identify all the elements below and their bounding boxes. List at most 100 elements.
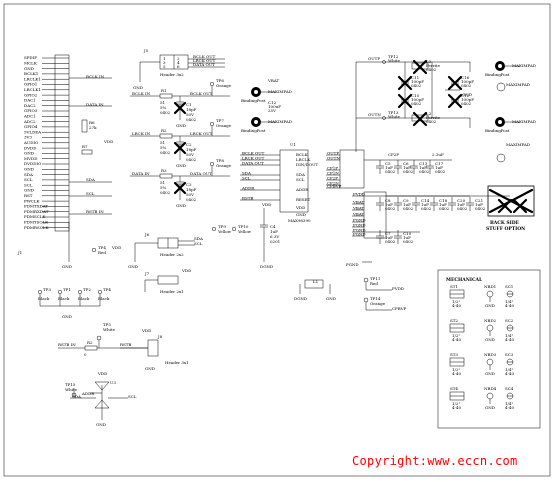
rc-tpname-2: TP8 xyxy=(216,158,224,163)
r7-label: R7 xyxy=(82,144,88,149)
u3-tp: TP15 xyxy=(65,382,76,387)
page-border xyxy=(3,3,551,477)
j1-pin-11: ADC1 xyxy=(23,114,36,119)
j1-pin-9: DAC2 xyxy=(24,103,36,108)
pgnd-label: PGND xyxy=(346,262,359,267)
tp13-name: TP13 xyxy=(388,110,399,115)
j8-header: Header 3x1 xyxy=(165,360,189,365)
tp9-dot xyxy=(211,226,217,232)
net-bclk-in-j1: BCLK IN xyxy=(86,74,105,79)
u1-left-2: DATA OUT xyxy=(242,160,264,165)
bank-cap-5: C9 xyxy=(403,198,409,203)
rc-rpct-0: 5% xyxy=(160,105,167,110)
out-cross-0 xyxy=(412,59,428,75)
rc-tp-0 xyxy=(209,81,215,87)
rstb-in-label: RSTB IN xyxy=(58,342,76,347)
rc-cval-2: 18pF xyxy=(186,187,197,192)
rc-out-2: DATA OUT xyxy=(190,171,212,176)
u1-left-5: ADDR xyxy=(241,185,255,190)
rc-rval-2: 51 xyxy=(160,180,165,185)
bank-cp2p: CP2P xyxy=(388,152,399,157)
net-data-in-j1: DATA IN xyxy=(86,102,104,107)
rc-tp-1 xyxy=(209,121,215,127)
rc-in-0: BCLK IN xyxy=(132,91,151,96)
bank-cap-10: C7 xyxy=(385,231,391,236)
mech-st-thread-2: 4-40 xyxy=(452,371,461,376)
maximpad-a xyxy=(496,82,506,92)
j5-label: J5 xyxy=(143,48,149,53)
c4-cap: C4 1uF 6.3V 0201 DGND VDD xyxy=(260,202,280,269)
svg-text:OUTP: OUTP xyxy=(368,56,380,61)
u1-left-4: SCL xyxy=(242,175,251,180)
bank-cap-v-3: 1uF xyxy=(435,165,443,170)
u2-left-4: CP2P xyxy=(327,176,338,181)
j1-pin-3: BCLK1 xyxy=(24,71,38,76)
bank-cap-s-0: 0402 xyxy=(385,169,396,174)
j1-pin-15: 3V3 xyxy=(24,135,32,140)
j5-lrck-out: LRCK OUT xyxy=(193,58,216,63)
out-comp-2: C16 xyxy=(461,75,470,80)
mech-nbd-gnd-0: GND xyxy=(485,303,495,308)
c12-val: 100uF xyxy=(268,104,281,109)
j1-pin-29: PDMRXDAT xyxy=(24,209,49,214)
svg-text:1uF: 1uF xyxy=(270,229,278,234)
mech-nbd-2: NBD3 xyxy=(484,352,497,357)
rc-rpct-1: 5% xyxy=(160,145,167,150)
rc-cv-0: 50V xyxy=(186,112,194,117)
svg-text:4: 4 xyxy=(177,60,180,65)
j1-pin-20: DVDDIO xyxy=(24,161,42,166)
svg-text:6.3V: 6.3V xyxy=(270,234,279,239)
mech-st-len-2: 1/2" xyxy=(452,367,460,372)
j1-pin-0: SPDIF xyxy=(24,55,37,60)
u2-left-5: CP2N xyxy=(327,181,339,186)
j5-gnd: GND xyxy=(133,85,143,90)
out-size-0: 0402 xyxy=(426,67,437,72)
bank-cap-v-8: 1uF xyxy=(457,202,465,207)
tp4-red-dot xyxy=(91,247,97,253)
j1-pin-28: PDMTXDAT xyxy=(24,204,48,209)
j1-pin-13: GPIO4 xyxy=(24,124,38,129)
rc-cname-2: C3 xyxy=(186,182,192,187)
u1-left-1: LRCK OUT xyxy=(242,155,265,160)
tp13-dot xyxy=(382,116,386,120)
rc-cross-1 xyxy=(173,141,187,155)
net-rstb-in-j1: RSTB IN xyxy=(86,209,104,214)
j1-pin-19: MVDD xyxy=(24,156,37,161)
out-ind-0 xyxy=(411,62,429,70)
j7-header: Header 2x1 xyxy=(160,289,184,294)
mech-sc-len-1: 1/4" xyxy=(505,333,513,338)
mech-st-len-0: 1/2" xyxy=(452,299,460,304)
mech-sc-thread-2: 4-40 xyxy=(505,371,514,376)
pvdd-testpoints: TP11 Red PVDD TP14 Orange CPBVP PGND xyxy=(346,261,407,311)
tp-row-gnd: GND xyxy=(62,314,72,319)
bank-cap-1: C6 xyxy=(403,161,409,166)
out-val-3: 100pF xyxy=(411,97,424,102)
rc-cv-1: 50V xyxy=(186,152,194,157)
u2-pvdd-body xyxy=(363,191,387,239)
tp9-color: Yellow xyxy=(217,229,232,234)
vbat-label: VBAT xyxy=(267,78,279,83)
binding-post-label-0: BindingPost xyxy=(241,98,266,103)
net-sda-j1: SDA xyxy=(86,177,95,182)
out-size-5: 0402 xyxy=(426,119,437,124)
j1-pin-30: PDMSCLK xyxy=(24,214,46,219)
power-capacitor-bank: C51uF0402C61uF0402C131uF0402C171uF0402C8… xyxy=(364,152,528,244)
svg-text:CPBVP: CPBVP xyxy=(392,306,407,311)
rc-rval-1: 51 xyxy=(160,140,165,145)
u1-right-5: ADDR xyxy=(295,187,309,192)
j5-header-label: Header 3x2 xyxy=(160,72,184,77)
bank-cp-val: 2.2uF xyxy=(432,152,444,157)
svg-text:J8: J8 xyxy=(157,334,163,339)
u1-right-0: BCLK xyxy=(296,152,309,157)
rc-res-2 xyxy=(159,173,173,179)
svg-text:L1: L1 xyxy=(313,279,318,284)
out-cross-3 xyxy=(397,93,413,109)
tp12-name: TP12 xyxy=(388,54,399,59)
bank-cap-3: C17 xyxy=(435,161,444,166)
tp-row-color-1: Black xyxy=(58,296,70,301)
svg-text:TP5: TP5 xyxy=(103,322,111,327)
j1-nets: BCLK IN DATA IN SDA SCL RSTB IN R6 27k R… xyxy=(69,74,113,215)
u2-left-3: CP1N xyxy=(327,171,339,176)
